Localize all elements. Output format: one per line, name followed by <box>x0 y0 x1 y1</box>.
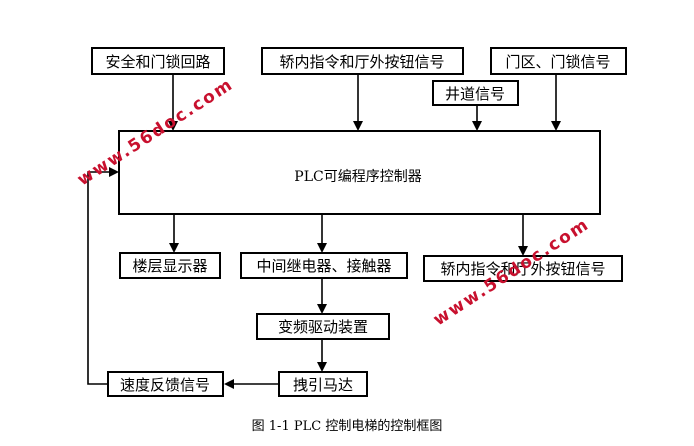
shaft-signal-label: 井道信号 <box>445 85 505 103</box>
traction-motor-label: 拽引马达 <box>293 376 353 394</box>
vfd-label: 变频驱动装置 <box>278 318 368 336</box>
feedback-to-plc-arrow <box>87 167 119 385</box>
safety-loop-label: 安全和门锁回路 <box>105 53 210 71</box>
door-zone-lock-signal-box: 门区、门锁信号 <box>490 47 627 75</box>
shaft-signal-box: 井道信号 <box>432 80 519 106</box>
car-hall-button-signal-input-label: 轿内指令和厅外按钮信号 <box>279 53 444 71</box>
car-hall-button-signal-input-box: 轿内指令和厅外按钮信号 <box>261 47 464 75</box>
figure-caption: 图 1-1 PLC 控制电梯的控制框图 <box>252 418 443 434</box>
door-zone-lock-signal-label: 门区、门锁信号 <box>505 53 610 71</box>
floor-display-box: 楼层显示器 <box>119 252 221 279</box>
floor-display-label: 楼层显示器 <box>132 257 207 275</box>
car-hall-button-signal-output-label: 轿内指令和厅外按钮信号 <box>440 260 605 278</box>
car-hall-button-signal-output-box: 轿内指令和厅外按钮信号 <box>423 255 623 282</box>
vfd-box: 变频驱动装置 <box>256 313 390 340</box>
plc-controller-box: PLC可编程序控制器 <box>118 130 601 215</box>
speed-feedback-label: 速度反馈信号 <box>120 376 210 394</box>
traction-motor-box: 拽引马达 <box>278 371 368 397</box>
relay-contactor-box: 中间继电器、接触器 <box>240 252 408 279</box>
relay-contactor-label: 中间继电器、接触器 <box>256 257 391 275</box>
speed-feedback-box: 速度反馈信号 <box>107 371 224 397</box>
safety-loop-box: 安全和门锁回路 <box>91 47 225 75</box>
plc-controller-label: PLC可编程序控制器 <box>294 169 421 185</box>
